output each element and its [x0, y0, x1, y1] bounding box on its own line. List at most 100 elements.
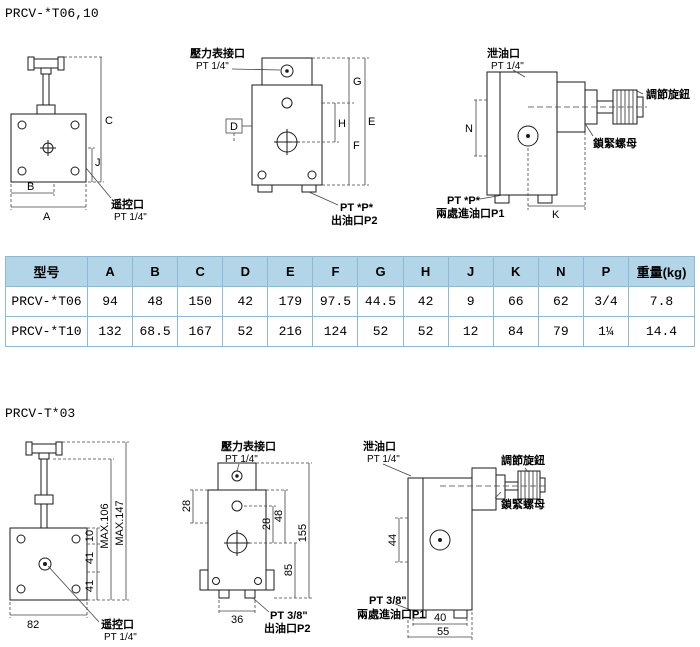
table-cell: 179 — [267, 286, 314, 317]
table-cell: 12 — [447, 316, 494, 347]
inlet-port-size: PT 3/8" — [369, 595, 407, 607]
table-cell: 94 — [86, 286, 134, 317]
table-header-row: 型号 A B C D E F G H J K N P 重量(kg) — [5, 256, 695, 287]
cell-weight: 14.4 — [628, 316, 695, 347]
dim-label-max106: MAX.106 — [99, 503, 111, 548]
col-header-weight: 重量(kg) — [628, 256, 695, 287]
lock-nut-label: 鎖緊螺母 — [501, 497, 545, 511]
dim-label-max147: MAX.147 — [114, 500, 126, 545]
drawing-t03-side-view: 壓力表接口 PT 1/4" 28 28 48 85 155 36 PT 3/8"… — [181, 439, 312, 635]
table-cell: 66 — [492, 286, 539, 317]
col-header: N — [537, 256, 584, 287]
dimension-lines — [10, 56, 112, 210]
outlet-port-label: 出油口P2 — [331, 213, 377, 227]
adjust-knob-label: 調節旋鈕 — [501, 453, 545, 467]
table-cell: 216 — [267, 316, 314, 347]
valve-body — [486, 71, 558, 204]
table-cell: 42 — [402, 286, 449, 317]
col-header-model: 型号 — [5, 256, 88, 287]
table-cell: 44.5 — [357, 286, 404, 317]
t-handle — [25, 441, 63, 529]
table-cell: 52 — [357, 316, 404, 347]
table-cell: 84 — [492, 316, 539, 347]
table-cell: 42 — [222, 286, 269, 317]
col-header: K — [492, 256, 539, 287]
dimension-lines — [382, 463, 547, 640]
dim-label-41b: 41 — [84, 580, 96, 592]
gauge-port-label: 壓力表接口 — [190, 46, 245, 60]
dim-label-155: 155 — [297, 524, 309, 542]
col-header: C — [177, 256, 224, 287]
adjustment-mechanism — [471, 467, 546, 511]
drawing-t06-side-view: 壓力表接口 PT 1/4" D G H F E PT *P* 出油口P2 — [190, 46, 377, 227]
dimension-lines — [9, 441, 129, 623]
col-header: F — [312, 256, 359, 287]
dim-label-48: 48 — [273, 510, 285, 522]
table-row-t10: PRCV-*T10 132 68.5 167 52 216 124 52 52 … — [5, 316, 695, 347]
dim-label-b: B — [27, 181, 34, 193]
table-cell: 79 — [537, 316, 584, 347]
table-cell: 68.5 — [132, 316, 179, 347]
table-cell: 52 — [402, 316, 449, 347]
remote-port-label: 遥控口 — [111, 197, 144, 211]
dim-label-c: C — [105, 115, 113, 127]
dim-label-j: J — [95, 157, 101, 169]
valve-body — [10, 113, 87, 183]
col-header: E — [267, 256, 314, 287]
dimension-lines — [473, 69, 647, 210]
table-cell: 132 — [86, 316, 134, 347]
col-header: B — [132, 256, 179, 287]
dim-label-g: G — [353, 76, 362, 88]
dimension-table: 型号 A B C D E F G H J K N P 重量(kg) PRCV-*… — [5, 256, 695, 347]
valve-body — [9, 527, 88, 601]
cell-weight: 7.8 — [628, 286, 695, 317]
table-cell: 3/4 — [582, 286, 630, 317]
table-cell: 124 — [312, 316, 359, 347]
col-header: H — [402, 256, 449, 287]
remote-port-label: 遥控口 — [101, 617, 134, 631]
col-header: G — [357, 256, 404, 287]
dimension-lines — [225, 57, 369, 206]
valve-body — [199, 462, 275, 599]
dim-label-28-left: 28 — [181, 500, 193, 512]
dim-label-f: F — [353, 140, 360, 152]
cell-model: PRCV-*T06 — [5, 286, 88, 317]
series-title-top: PRCV-*T06,10 — [5, 6, 99, 21]
drawing-t06-knob-view: 泄油口 PT 1/4" 調節旋鈕 鎖緊螺母 N K PT *P* 兩處進油口P1 — [436, 46, 690, 221]
table-cell: 167 — [177, 316, 224, 347]
dim-label-n: N — [465, 123, 473, 135]
inlet-port-label: 兩處進油口P1 — [357, 607, 425, 621]
col-header: J — [447, 256, 494, 287]
drain-port-label: 泄油口 — [487, 46, 520, 60]
dim-label-k: K — [552, 209, 560, 221]
dimension-lines — [189, 462, 312, 614]
dim-label-28-right: 28 — [261, 518, 273, 530]
series-title-bottom: PRCV-T*03 — [5, 406, 76, 421]
drain-port-size: PT 1/4" — [367, 454, 400, 465]
remote-port-size: PT 1/4" — [104, 632, 137, 643]
outlet-port-label: 出油口P2 — [264, 621, 310, 635]
dim-label-44: 44 — [387, 534, 399, 546]
drawing-t03-knob-view: 泄油口 PT 1/4" 調節旋鈕 鎖緊螺母 44 40 55 PT 3/8" 兩… — [357, 439, 547, 640]
col-header: P — [582, 256, 630, 287]
dim-label-h: H — [338, 118, 346, 130]
outlet-port-size: PT 3/8" — [270, 610, 308, 622]
drain-port-label: 泄油口 — [363, 439, 396, 453]
dim-label-82: 82 — [27, 619, 39, 631]
dim-label-40: 40 — [434, 612, 446, 624]
table-cell: 150 — [177, 286, 224, 317]
inlet-port-label: 兩處進油口P1 — [436, 206, 504, 220]
lock-nut-label: 鎖緊螺母 — [593, 136, 637, 150]
dim-label-55: 55 — [437, 626, 449, 638]
table-cell: 1¼ — [582, 316, 630, 347]
table-cell: 97.5 — [312, 286, 359, 317]
t-handle — [27, 56, 65, 115]
dim-label-85: 85 — [283, 564, 295, 576]
dim-label-10: 10 — [84, 530, 96, 542]
adjust-knob-label: 調節旋鈕 — [646, 87, 690, 101]
dim-label-a: A — [43, 211, 51, 223]
col-header: D — [222, 256, 269, 287]
table-cell: 52 — [222, 316, 269, 347]
remote-port-size: PT 1/4" — [114, 212, 147, 223]
gauge-port-label: 壓力表接口 — [221, 439, 276, 453]
